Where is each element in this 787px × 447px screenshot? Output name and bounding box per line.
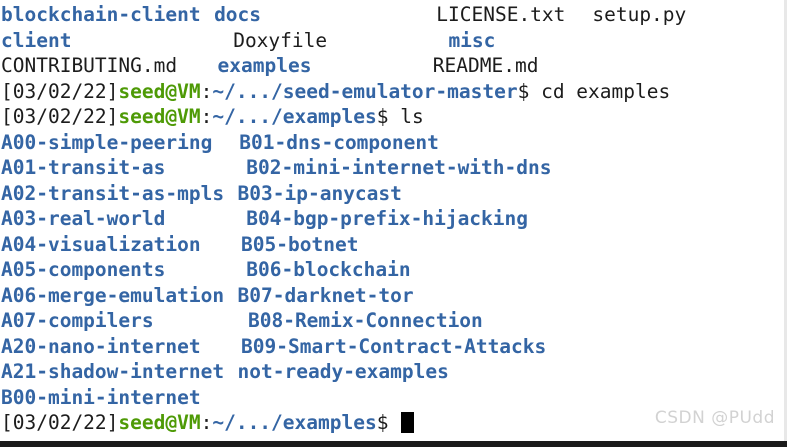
terminal-output-line: A02-transit-as-mpls B03-ip-anycast xyxy=(1,181,787,207)
prompt-colon: : xyxy=(200,79,213,103)
directory-entry: B02-mini-internet-with-dns xyxy=(246,156,552,179)
terminal-prompt-line: [03/02/22]seed@VM:~/.../examples$ ls xyxy=(1,104,787,130)
window-right-edge xyxy=(784,0,787,441)
directory-entry: B06-blockchain xyxy=(246,258,411,281)
terminal-output-line: A21-shadow-internet not-ready-examples xyxy=(1,359,787,385)
file-entry: README.md xyxy=(432,54,539,77)
file-entry: CONTRIBUTING.md xyxy=(1,54,178,77)
directory-entry: blockchain-client xyxy=(1,3,201,26)
prompt-dollar-sign: $ xyxy=(517,79,530,103)
prompt-user-host: seed@VM xyxy=(118,411,201,434)
prompt-path: ~/.../seed-emulator-master xyxy=(212,79,518,103)
directory-entry: B04-bgp-prefix-hijacking xyxy=(246,207,529,230)
directory-entry: B03-ip-anycast xyxy=(237,181,402,205)
file-entry: Doxyfile xyxy=(233,28,328,52)
directory-entry: A21-shadow-internet xyxy=(1,360,225,383)
prompt-colon: : xyxy=(200,411,213,434)
prompt-timestamp: [03/02/22] xyxy=(1,105,119,128)
directory-entry: client xyxy=(1,28,72,52)
terminal-output-line: A00-simple-peering B01-dns-component xyxy=(1,130,787,156)
terminal-prompt-line: [03/02/22]seed@VM:~/.../seed-emulator-ma… xyxy=(1,79,787,105)
terminal-output-line: A05-components B06-blockchain xyxy=(1,257,787,283)
directory-entry: B00-mini-internet xyxy=(1,385,201,409)
terminal-output-line: client Doxyfile misc xyxy=(1,28,787,54)
directory-entry: B01-dns-component xyxy=(239,130,439,154)
terminal-output-line: A06-merge-emulation B07-darknet-tor xyxy=(1,283,787,309)
prompt-command-text: ls xyxy=(388,105,424,128)
directory-entry: B09-Smart-Contract-Attacks xyxy=(241,334,547,358)
prompt-command-text: cd examples xyxy=(529,79,671,103)
terminal-output-line: A07-compilers B08-Remix-Connection xyxy=(1,308,787,334)
terminal-output-line: B00-mini-internet xyxy=(1,385,787,411)
prompt-path: ~/.../examples xyxy=(212,105,377,128)
prompt-timestamp: [03/02/22] xyxy=(1,411,119,434)
watermark-label: CSDN @PUdd xyxy=(654,407,775,428)
directory-entry: A07-compilers xyxy=(1,309,154,332)
directory-entry: A04-visualization xyxy=(1,232,201,256)
terminal-prompt-line: [03/02/22]seed@VM:~/.../examples$ xyxy=(1,410,787,436)
directory-entry: B07-darknet-tor xyxy=(237,283,414,307)
terminal-output-line: A04-visualization B05-botnet xyxy=(1,232,787,258)
terminal-output-line: CONTRIBUTING.md examples README.md xyxy=(1,53,787,79)
directory-entry: docs xyxy=(214,3,262,26)
directory-entry: B08-Remix-Connection xyxy=(247,309,483,332)
directory-entry: A05-components xyxy=(1,258,166,281)
directory-entry: A02-transit-as-mpls xyxy=(1,181,225,205)
file-entry: setup.py xyxy=(592,3,687,26)
terminal-output-line: A20-nano-internet B09-Smart-Contract-Atta… xyxy=(1,334,787,360)
text-cursor[interactable] xyxy=(401,412,415,433)
directory-entry: A20-nano-internet xyxy=(1,334,201,358)
prompt-colon: : xyxy=(200,105,213,128)
directory-entry: examples xyxy=(217,54,312,77)
window-bottom-bar xyxy=(0,441,787,447)
prompt-dollar-sign: $ xyxy=(376,411,389,434)
prompt-user-host: seed@VM xyxy=(118,79,201,103)
prompt-user-host: seed@VM xyxy=(118,105,201,128)
prompt-path: ~/.../examples xyxy=(212,411,377,434)
directory-entry: A06-merge-emulation xyxy=(1,283,225,307)
directory-entry: A00-simple-peering xyxy=(1,130,213,154)
prompt-timestamp: [03/02/22] xyxy=(1,79,119,103)
terminal-output-line: blockchain-client docs LICENSE.txt setup.py xyxy=(1,2,787,28)
directory-entry: misc xyxy=(448,28,496,52)
directory-entry: B05-botnet xyxy=(241,232,359,256)
directory-entry: A03-real-world xyxy=(1,207,166,230)
prompt-dollar-sign: $ xyxy=(376,105,389,128)
terminal-screen[interactable]: blockchain-client docs LICENSE.txt setup.py… xyxy=(0,0,787,436)
file-entry: LICENSE.txt xyxy=(436,3,566,26)
directory-entry: not-ready-examples xyxy=(237,360,449,383)
terminal-output-line: A01-transit-as B02-mini-internet-with-dns xyxy=(1,155,787,181)
terminal-output-line: A03-real-world B04-bgp-prefix-hijacking xyxy=(1,206,787,232)
directory-entry: A01-transit-as xyxy=(1,156,166,179)
